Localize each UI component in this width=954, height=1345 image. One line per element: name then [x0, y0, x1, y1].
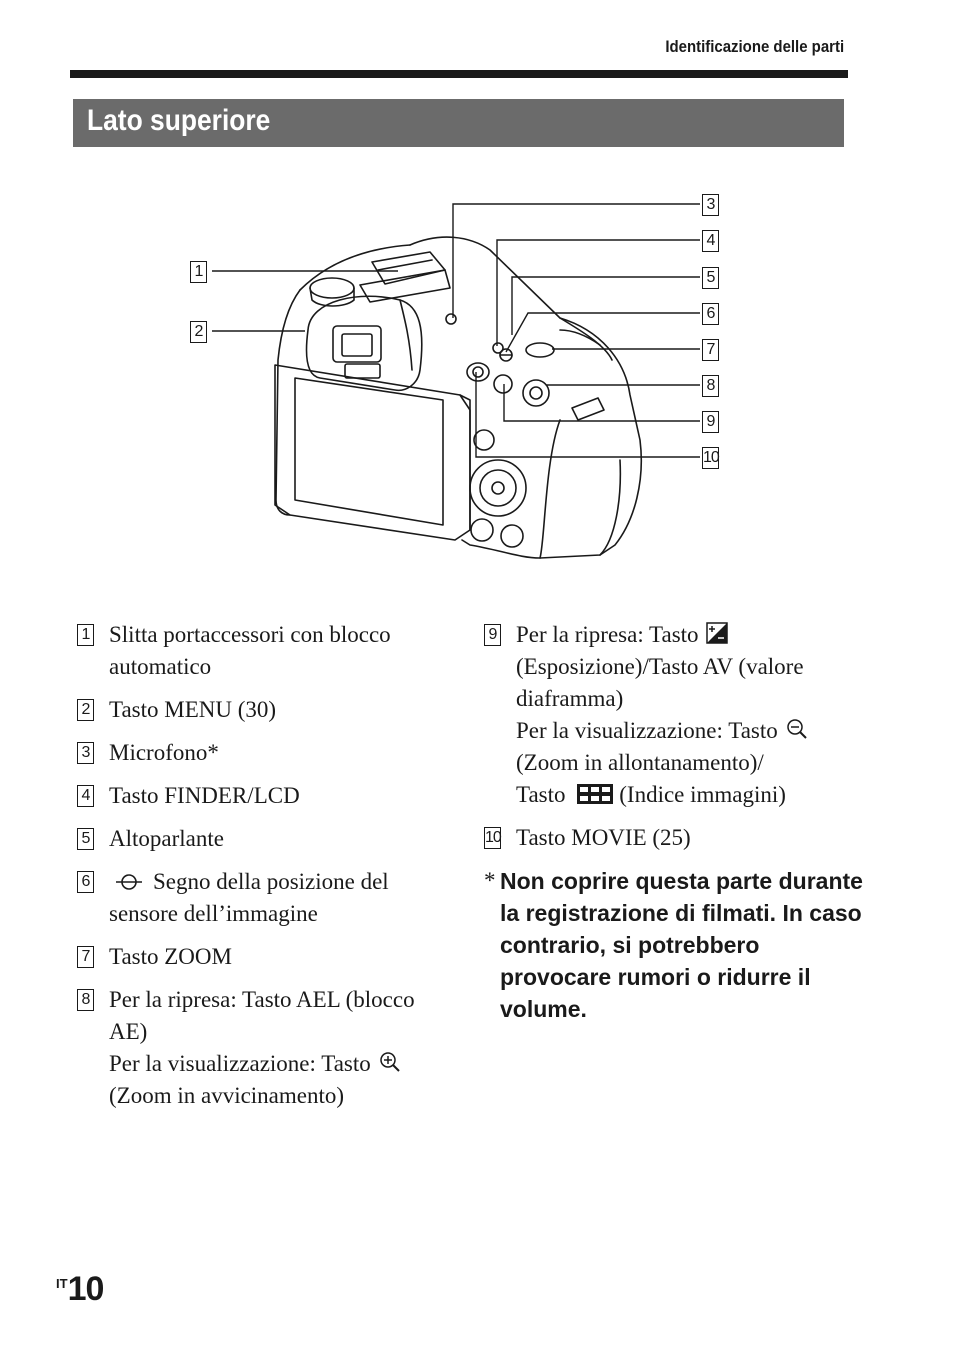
list-item: 7 Tasto ZOOM: [77, 941, 457, 973]
callout-10: 10: [702, 447, 720, 469]
callout-6: 6: [702, 303, 719, 325]
parts-list-right: 9 Per la ripresa: Tasto (Esposizione)/Ta…: [484, 619, 864, 1025]
note: * Non coprire questa parte durante la re…: [484, 865, 864, 1025]
callout-9: 9: [702, 411, 719, 433]
callout-5: 5: [702, 267, 719, 289]
list-item: 3 Microfono*: [77, 737, 457, 769]
page-number: IT10: [56, 1270, 105, 1309]
list-item: 8 Per la ripresa: Tasto AEL (blocco AE) …: [77, 984, 457, 1112]
zoom-out-icon: [786, 719, 807, 739]
list-item: 1 Slitta portaccessori con blocco automa…: [77, 619, 457, 683]
section-bar: Lato superiore: [73, 99, 844, 147]
image-index-icon: [577, 784, 614, 804]
list-item: 9 Per la ripresa: Tasto (Esposizione)/Ta…: [484, 619, 864, 811]
page-number-value: 10: [67, 1270, 105, 1308]
callout-4: 4: [702, 230, 719, 252]
callout-2: 2: [190, 321, 207, 343]
callout-8: 8: [702, 375, 719, 397]
list-item: 6 Segno della posizione del sensore dell…: [77, 866, 457, 930]
callout-1: 1: [190, 261, 207, 283]
list-item: 2 Tasto MENU (30): [77, 694, 457, 726]
callout-3: 3: [702, 194, 719, 216]
camera-top-diagram: [212, 203, 700, 559]
running-header: Identificazione delle parti: [665, 37, 844, 56]
callout-7: 7: [702, 339, 719, 361]
language-code: IT: [56, 1276, 68, 1291]
exposure-icon: [706, 622, 729, 644]
note-text: Non coprire questa parte durante la regi…: [500, 868, 863, 1022]
list-item: 5 Altoparlante: [77, 823, 457, 855]
list-item: 10 Tasto MOVIE (25): [484, 825, 691, 850]
list-item: 4 Tasto FINDER/LCD: [77, 780, 457, 812]
image-sensor-position-icon: [116, 874, 142, 890]
section-title: Lato superiore: [87, 104, 271, 137]
parts-list-left: 1 Slitta portaccessori con blocco automa…: [77, 619, 457, 1123]
header-rule: [70, 70, 848, 78]
zoom-in-icon: [379, 1052, 400, 1072]
note-asterisk: *: [484, 868, 496, 893]
